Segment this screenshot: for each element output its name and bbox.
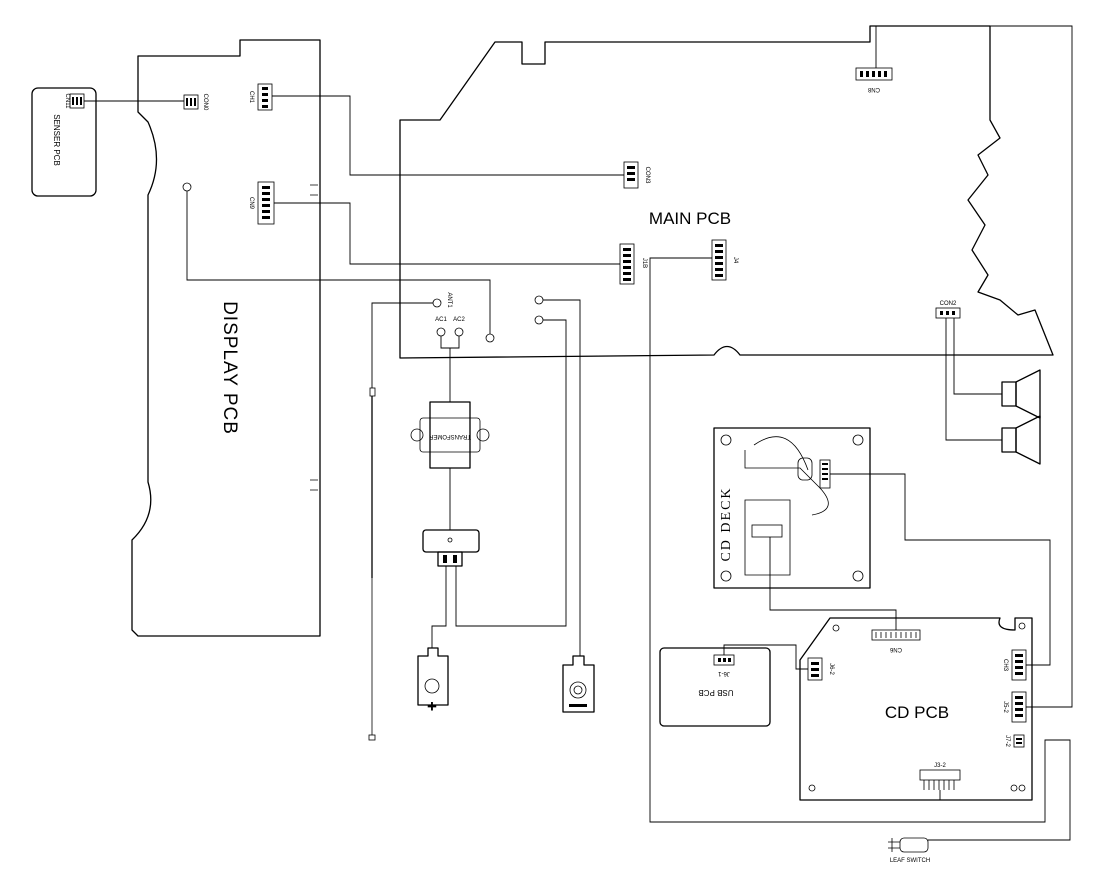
connector-cn9-display-label: CN9 — [248, 197, 254, 210]
connector-j7-2-label: J7-2 — [1004, 735, 1010, 747]
telescopic-antenna — [368, 387, 376, 741]
connector-cn6-label: CN6 — [889, 646, 902, 652]
connector-j4-label: J4 — [732, 257, 738, 264]
leaf-switch-label: LEAF SWITCH — [890, 858, 930, 864]
dc-terminal-2 — [534, 315, 544, 325]
cd-deck-ribbon-connector — [751, 524, 783, 538]
connector-ch3-label: CH3 — [1002, 659, 1008, 672]
connector-j4 — [711, 239, 727, 281]
usb-pcb-outline — [659, 647, 771, 727]
display-pcb-label: DISPLAY PCB — [219, 301, 240, 435]
transformer: TRANSFOMER — [410, 401, 490, 469]
dc-jack-body — [422, 529, 480, 553]
ac1-terminal — [436, 327, 446, 337]
leaf-switch: LEAF SWITCH — [888, 837, 930, 864]
transformer-mount-right — [476, 428, 490, 442]
sensor-pcb-label: SENSER PCB — [52, 114, 61, 166]
connector-cn8-label: CN8 — [867, 86, 880, 92]
connector-j3-2-label: J3-2 — [934, 763, 946, 769]
speaker-2 — [1001, 415, 1041, 465]
battery-terminal-negative — [562, 655, 595, 713]
connector-cn11-label: CN11 — [64, 94, 70, 110]
cd-pcb-label: CD PCB — [885, 703, 949, 722]
ac2-label: AC2 — [453, 317, 465, 323]
connector-con2 — [935, 307, 961, 319]
connector-ch1 — [257, 83, 273, 111]
cd-deck: CD DECK — [713, 427, 871, 589]
usb-pcb-label: USB PCB — [698, 688, 733, 697]
dc-jack-socket — [437, 551, 463, 567]
connector-ch1-label: CH1 — [248, 91, 254, 104]
main-pcb-label: MAIN PCB — [649, 209, 731, 228]
display-pcb-outline — [131, 39, 321, 637]
connector-j6-2-label: J6-2 — [828, 663, 834, 675]
sensor-pcb-outline — [31, 87, 97, 197]
connector-j6-1-label: J6-1 — [718, 670, 730, 676]
connector-con2-label: CON2 — [940, 301, 957, 307]
display-pcb: DISPLAY PCB CON0 CH1 CN9 — [131, 39, 321, 637]
dc-terminal-1 — [534, 295, 544, 305]
cd-deck-outline — [713, 427, 871, 589]
transformer-mount-left — [410, 428, 424, 442]
speaker-1 — [1001, 369, 1041, 419]
display-mount-hole — [182, 182, 192, 192]
connector-cn8 — [855, 67, 893, 81]
connector-j5-2-label: J5-2 — [1002, 701, 1008, 713]
usb-pcb: USB PCB J6-1 — [659, 647, 771, 727]
main-pcb: MAIN PCB CN8 CON3 J1B J4 — [399, 25, 1054, 359]
ac1-label: AC1 — [435, 317, 447, 323]
battery-minus-symbol — [569, 704, 587, 707]
battery-plus-symbol: + — [427, 697, 437, 716]
connector-con0-label: CON0 — [202, 94, 208, 111]
ant1-terminal — [432, 298, 442, 308]
connector-con0 — [183, 94, 199, 110]
dc-jack — [422, 529, 480, 567]
connector-j3-2 — [919, 769, 961, 781]
cd-deck-label: CD DECK — [719, 486, 734, 561]
cd-pcb: CD PCB CN6 J6-2 CH3 J5-2 J7-2 J3-2 — [799, 617, 1033, 801]
main-pcb-outline — [399, 25, 1054, 359]
connector-j1b-label: J1B — [641, 258, 647, 268]
wiring — [84, 25, 1073, 841]
ac2-terminal — [454, 327, 464, 337]
cd-pcb-outline — [799, 617, 1033, 801]
main-mount-hole — [485, 333, 495, 343]
connector-j7-2 — [1013, 734, 1025, 748]
battery-terminal-positive: + — [417, 647, 449, 716]
sensor-pcb: SENSER PCB CN11 — [31, 87, 97, 197]
connector-con3-label: CON3 — [644, 167, 650, 184]
ant1-label: ANT1 — [446, 292, 452, 308]
transformer-label: TRANSFOMER — [428, 433, 471, 439]
